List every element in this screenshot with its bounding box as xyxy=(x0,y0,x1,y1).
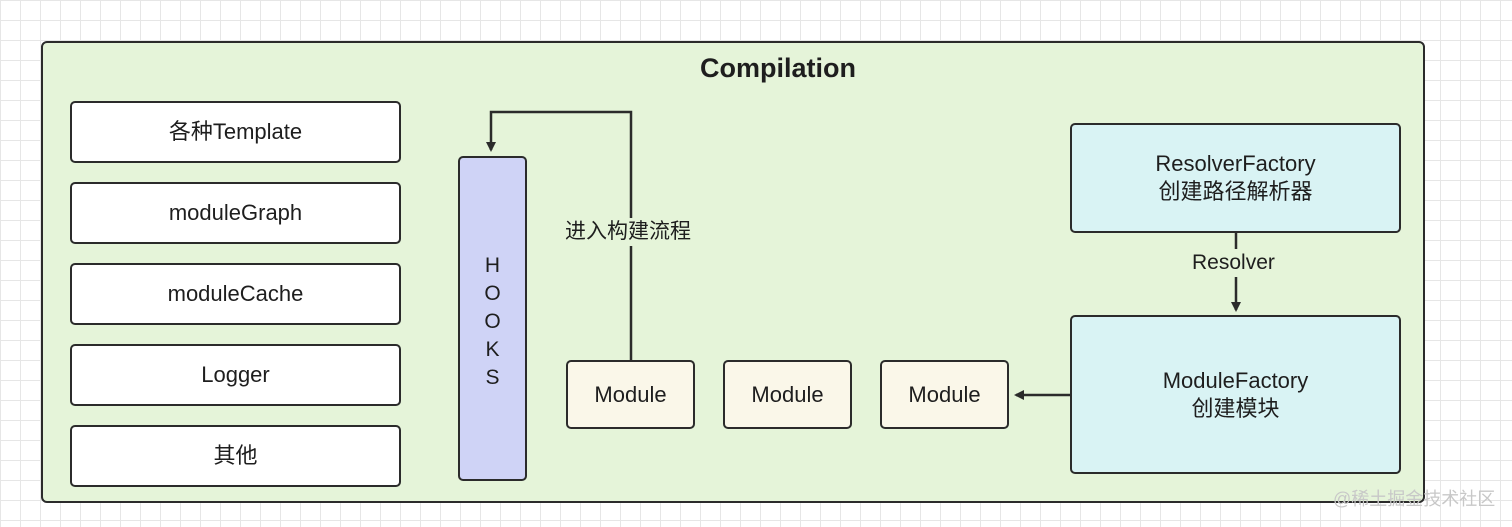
template-box: 各种Template xyxy=(70,101,401,163)
resolver-factory-name: ResolverFactory xyxy=(1155,151,1316,176)
resolver-factory-desc: 创建路径解析器 xyxy=(1158,179,1313,204)
other-box: 其他 xyxy=(70,425,401,487)
module-box: Module xyxy=(723,360,852,429)
module-graph-box: moduleGraph xyxy=(70,182,401,244)
hooks-letter: O xyxy=(484,282,501,305)
hooks-box: H O O K S xyxy=(458,156,527,481)
hooks-letter: O xyxy=(484,310,501,333)
enter-build-label: 进入构建流程 xyxy=(562,218,694,246)
logger-box: Logger xyxy=(70,344,401,406)
module-factory-name: ModuleFactory xyxy=(1162,367,1309,393)
resolver-factory-box: ResolverFactory 创建路径解析器 xyxy=(1070,123,1401,233)
hooks-letter: K xyxy=(485,338,500,361)
module-factory-desc: 创建模块 xyxy=(1191,395,1280,421)
diagram-title: Compilation xyxy=(700,53,856,83)
hooks-letter: H xyxy=(484,254,501,277)
module-box: Module xyxy=(880,360,1009,429)
hooks-letter: S xyxy=(485,366,500,389)
module-box: Module xyxy=(566,360,695,429)
watermark: @稀土掘金技术社区 xyxy=(1333,489,1496,509)
resolver-label: Resolver xyxy=(1189,249,1278,277)
module-factory-box: ModuleFactory 创建模块 xyxy=(1070,315,1401,474)
module-cache-box: moduleCache xyxy=(70,263,401,325)
